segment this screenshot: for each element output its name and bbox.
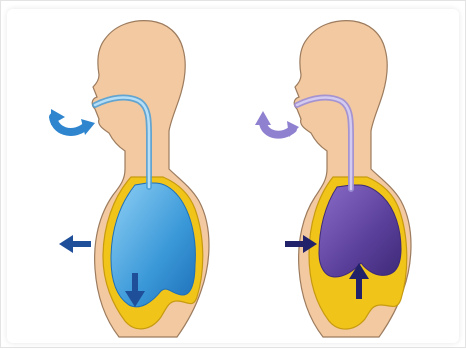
exhale-figure (255, 21, 411, 337)
exhale-air-arrow (255, 111, 299, 137)
inhale-expand-arrow (59, 235, 91, 253)
inhale-figure (51, 21, 209, 337)
inhale-air-arrow (51, 109, 95, 135)
